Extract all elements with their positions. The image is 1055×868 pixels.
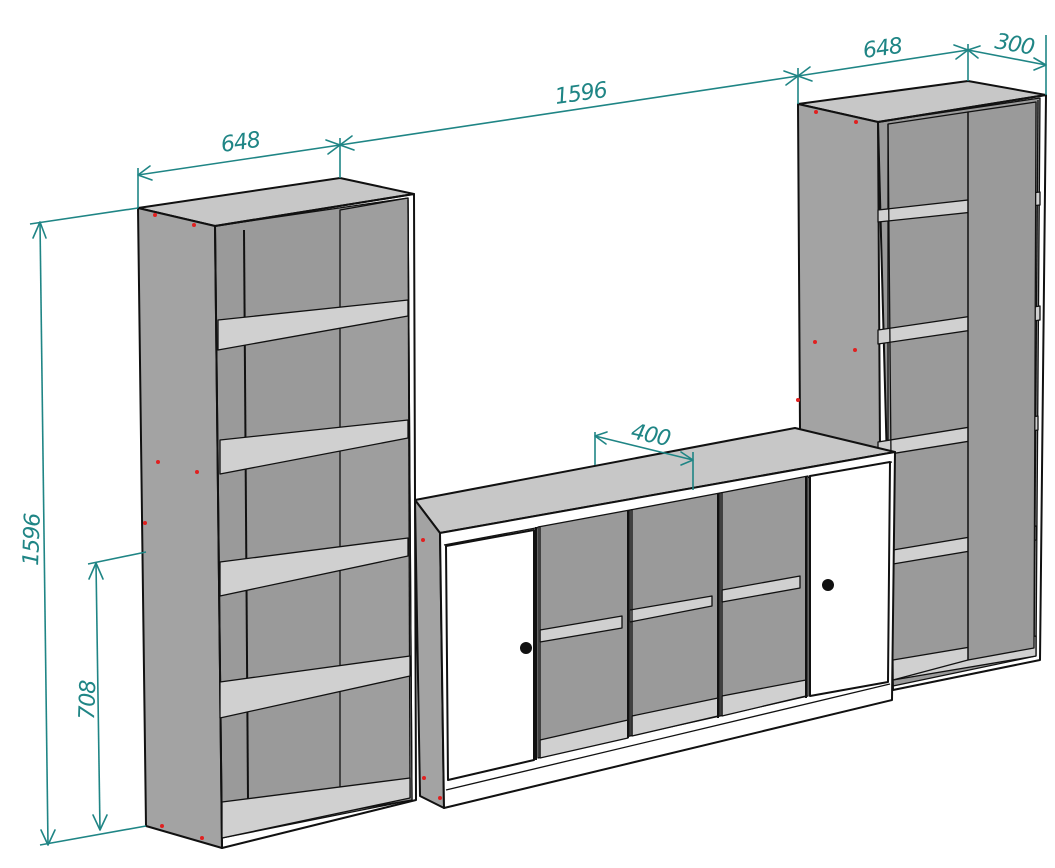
cabinet-height-label: 708	[75, 679, 101, 720]
compartment-3	[719, 475, 809, 717]
cabinet-depth-label: 400	[629, 419, 672, 452]
left-bookcase-frame	[214, 193, 417, 849]
left-shelf-2	[219, 419, 409, 475]
compartment-shelf-2	[629, 595, 713, 623]
dimension-lines	[29, 35, 1047, 846]
left-shelf-3	[219, 537, 409, 597]
cabinet-door-left[interactable]	[445, 529, 535, 781]
left-shelf-bottom	[221, 777, 411, 839]
total-height-label: 1596	[19, 512, 46, 566]
right-width-label: 648	[861, 34, 904, 64]
cabinet-door-right[interactable]	[809, 461, 891, 697]
left-width-label: 648	[219, 128, 262, 158]
right-bookcase-side	[797, 103, 881, 451]
left-bookcase-inner-side	[339, 197, 413, 813]
right-bookcase	[797, 80, 1047, 691]
left-shelf-1	[217, 299, 409, 351]
knob-icon[interactable]	[520, 642, 532, 654]
assembly-markers	[143, 110, 858, 840]
left-bookcase-side	[137, 207, 223, 849]
knob-icon[interactable]	[822, 579, 834, 591]
left-bookcase	[137, 177, 417, 849]
center-cabinet	[414, 427, 896, 809]
right-bookcase-inner-side	[967, 101, 1037, 661]
left-shelf-4	[219, 655, 411, 719]
